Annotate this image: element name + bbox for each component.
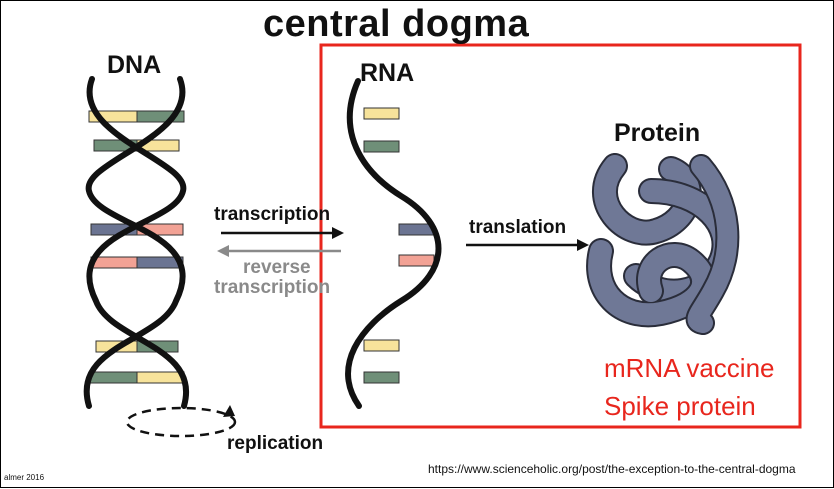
rna-strand (345, 78, 442, 409)
source-url: https://www.scienceholic.org/post/the-ex… (428, 462, 796, 476)
mrna-vaccine-text: mRNA vaccine (604, 353, 775, 383)
rna-base (363, 107, 400, 120)
dna-base-pair (136, 371, 185, 384)
reverse-label-line1: reverse (243, 257, 311, 278)
dna-label: DNA (107, 51, 162, 79)
credit-text: almer 2016 (4, 473, 45, 482)
rna-label: RNA (360, 59, 415, 87)
slide-title: central dogma (263, 3, 530, 45)
dna-base-pair (88, 371, 138, 384)
rna-base (398, 254, 435, 267)
reverse-label-line2: transcription (214, 277, 331, 298)
dna-strand-b (83, 76, 186, 409)
dna-base-pair (136, 110, 185, 123)
translation-arrow (466, 239, 589, 251)
rna-base (363, 339, 400, 352)
dna-base-pair (90, 256, 138, 269)
replication-loop (125, 405, 237, 438)
transcription-label: transcription (214, 204, 331, 225)
reverse-transcription-arrow (217, 245, 341, 257)
translation-label: translation (469, 217, 567, 238)
rna-bases (363, 107, 435, 384)
replication-label: replication (227, 433, 324, 454)
rna-base (363, 140, 400, 153)
transcription-arrow (221, 227, 344, 239)
highlight-box (319, 43, 802, 429)
protein-label: Protein (614, 119, 701, 147)
rna-base (363, 371, 400, 384)
dna-helix (83, 76, 190, 409)
spike-protein-text: Spike protein (604, 391, 756, 421)
protein-illustration (586, 153, 740, 335)
dna-strand-a (86, 76, 190, 409)
